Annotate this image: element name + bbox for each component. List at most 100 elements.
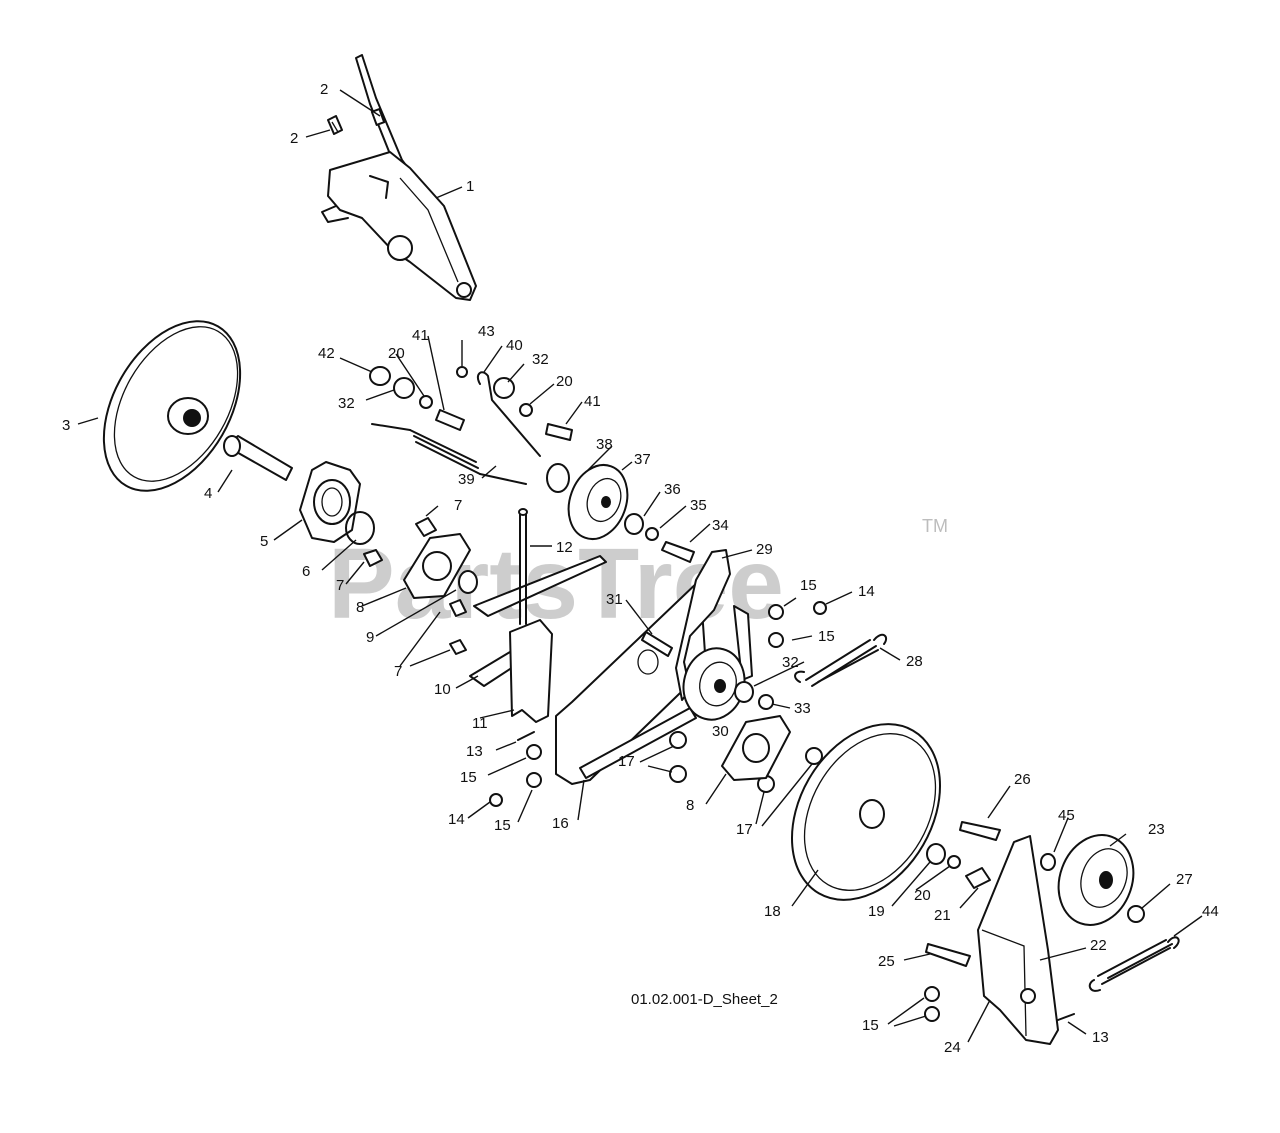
callout-40: 40 xyxy=(506,337,523,354)
callout-45: 45 xyxy=(1058,807,1075,824)
part-17-nuts xyxy=(669,731,823,793)
callout-17-left: 17 xyxy=(618,753,635,770)
part-42-cap xyxy=(369,366,391,386)
callout-3: 3 xyxy=(62,417,70,434)
callout-15-b: 15 xyxy=(494,817,511,834)
callout-44: 44 xyxy=(1202,903,1219,920)
callout-9: 9 xyxy=(366,629,374,646)
part-27-washer xyxy=(1127,905,1145,923)
part-39-spring xyxy=(371,423,527,485)
part-33-nut xyxy=(758,694,774,710)
callout-19: 19 xyxy=(868,903,885,920)
callout-11: 11 xyxy=(472,715,488,732)
callout-12: 12 xyxy=(556,539,573,556)
callout-20-a: 20 xyxy=(388,345,405,362)
callout-13-left: 13 xyxy=(466,743,483,760)
part-38-bearing xyxy=(546,463,570,493)
callout-18: 18 xyxy=(764,903,781,920)
part-43-nut xyxy=(456,366,468,378)
callout-31: 31 xyxy=(606,591,623,608)
callout-39: 39 xyxy=(458,471,475,488)
callout-8-right: 8 xyxy=(686,797,694,814)
callout-5: 5 xyxy=(260,533,268,550)
callout-15-e: 15 xyxy=(862,1017,879,1034)
callout-42: 42 xyxy=(318,345,335,362)
part-13-pin-left xyxy=(517,731,535,741)
callout-7-b: 7 xyxy=(336,577,344,594)
callout-15-c: 15 xyxy=(800,577,817,594)
part-12-pin xyxy=(518,508,528,625)
part-26-bolt xyxy=(959,821,1001,841)
part-28-spring xyxy=(794,633,888,687)
part-14-15-nuts xyxy=(489,601,940,1022)
callout-37: 37 xyxy=(634,451,651,468)
part-41-bolt-b xyxy=(545,423,573,441)
callout-14-left: 14 xyxy=(448,811,465,828)
callout-20-c: 20 xyxy=(914,887,931,904)
callout-17-right: 17 xyxy=(736,821,753,838)
callout-38: 38 xyxy=(596,436,613,453)
part-20-nut xyxy=(947,855,961,869)
part-2-bolt xyxy=(327,115,343,135)
part-22-24-bracket xyxy=(977,835,1059,1045)
part-29-mount-plate xyxy=(675,549,753,701)
callout-29: 29 xyxy=(756,541,773,558)
part-20-nut-a xyxy=(419,395,433,409)
callout-34: 34 xyxy=(712,517,729,534)
callout-7-a: 7 xyxy=(454,497,462,514)
part-36-washer xyxy=(624,513,644,535)
part-32-washers xyxy=(393,377,754,703)
callout-15-a: 15 xyxy=(460,769,477,786)
callout-16: 16 xyxy=(552,815,569,832)
part-31-bolt xyxy=(641,631,673,657)
callout-4: 4 xyxy=(204,485,212,502)
callout-27: 27 xyxy=(1176,871,1193,888)
part-25-bolt xyxy=(925,943,971,967)
sheet-label: 01.02.001-D_Sheet_2 xyxy=(631,991,778,1008)
part-45-washer xyxy=(1040,853,1056,871)
part-19-washer xyxy=(926,843,946,865)
part-16-plate xyxy=(555,579,707,785)
callout-10: 10 xyxy=(434,681,451,698)
part-30-bearing xyxy=(682,647,746,721)
callout-15-d: 15 xyxy=(818,628,835,645)
part-8-flange-left xyxy=(403,533,471,599)
watermark-tm: TM xyxy=(922,516,948,536)
callout-13-right: 13 xyxy=(1092,1029,1109,1046)
callout-41-b: 41 xyxy=(584,393,601,410)
part-13-pin-right xyxy=(1057,1013,1075,1021)
callout-20-b: 20 xyxy=(556,373,573,390)
part-18-pulley xyxy=(791,723,941,901)
callout-2-left: 2 xyxy=(290,130,298,147)
part-37-pulley xyxy=(567,464,629,540)
callout-30: 30 xyxy=(712,723,729,740)
callout-43: 43 xyxy=(478,323,495,340)
callout-32-b: 32 xyxy=(532,351,549,368)
callout-8-left: 8 xyxy=(356,599,364,616)
callout-35: 35 xyxy=(690,497,707,514)
part-35-nut xyxy=(645,527,659,541)
part-3-disc xyxy=(102,320,242,492)
callout-labels: 1 2 2 3 4 5 6 7 7 7 8 8 9 10 11 12 13 13… xyxy=(62,81,1219,1056)
part-34-bolt xyxy=(661,541,695,563)
part-41-bolt-a xyxy=(435,409,465,431)
callout-1: 1 xyxy=(466,178,474,195)
part-44-spring xyxy=(1088,936,1180,992)
part-21-bolt xyxy=(965,867,991,889)
part-8-flange-right xyxy=(721,715,791,781)
callout-24: 24 xyxy=(944,1039,961,1056)
callout-2-top: 2 xyxy=(320,81,328,98)
callout-6: 6 xyxy=(302,563,310,580)
part-7-bolts xyxy=(363,517,467,655)
callout-32-a: 32 xyxy=(338,395,355,412)
callout-26: 26 xyxy=(1014,771,1031,788)
part-6-ring xyxy=(345,511,375,545)
part-40-rod xyxy=(476,371,541,457)
callout-25: 25 xyxy=(878,953,895,970)
part-23-idler xyxy=(1057,834,1135,926)
callout-14-right: 14 xyxy=(858,583,875,600)
callout-28: 28 xyxy=(906,653,923,670)
callout-21: 21 xyxy=(934,907,951,924)
part-1-control-lever xyxy=(321,54,477,301)
